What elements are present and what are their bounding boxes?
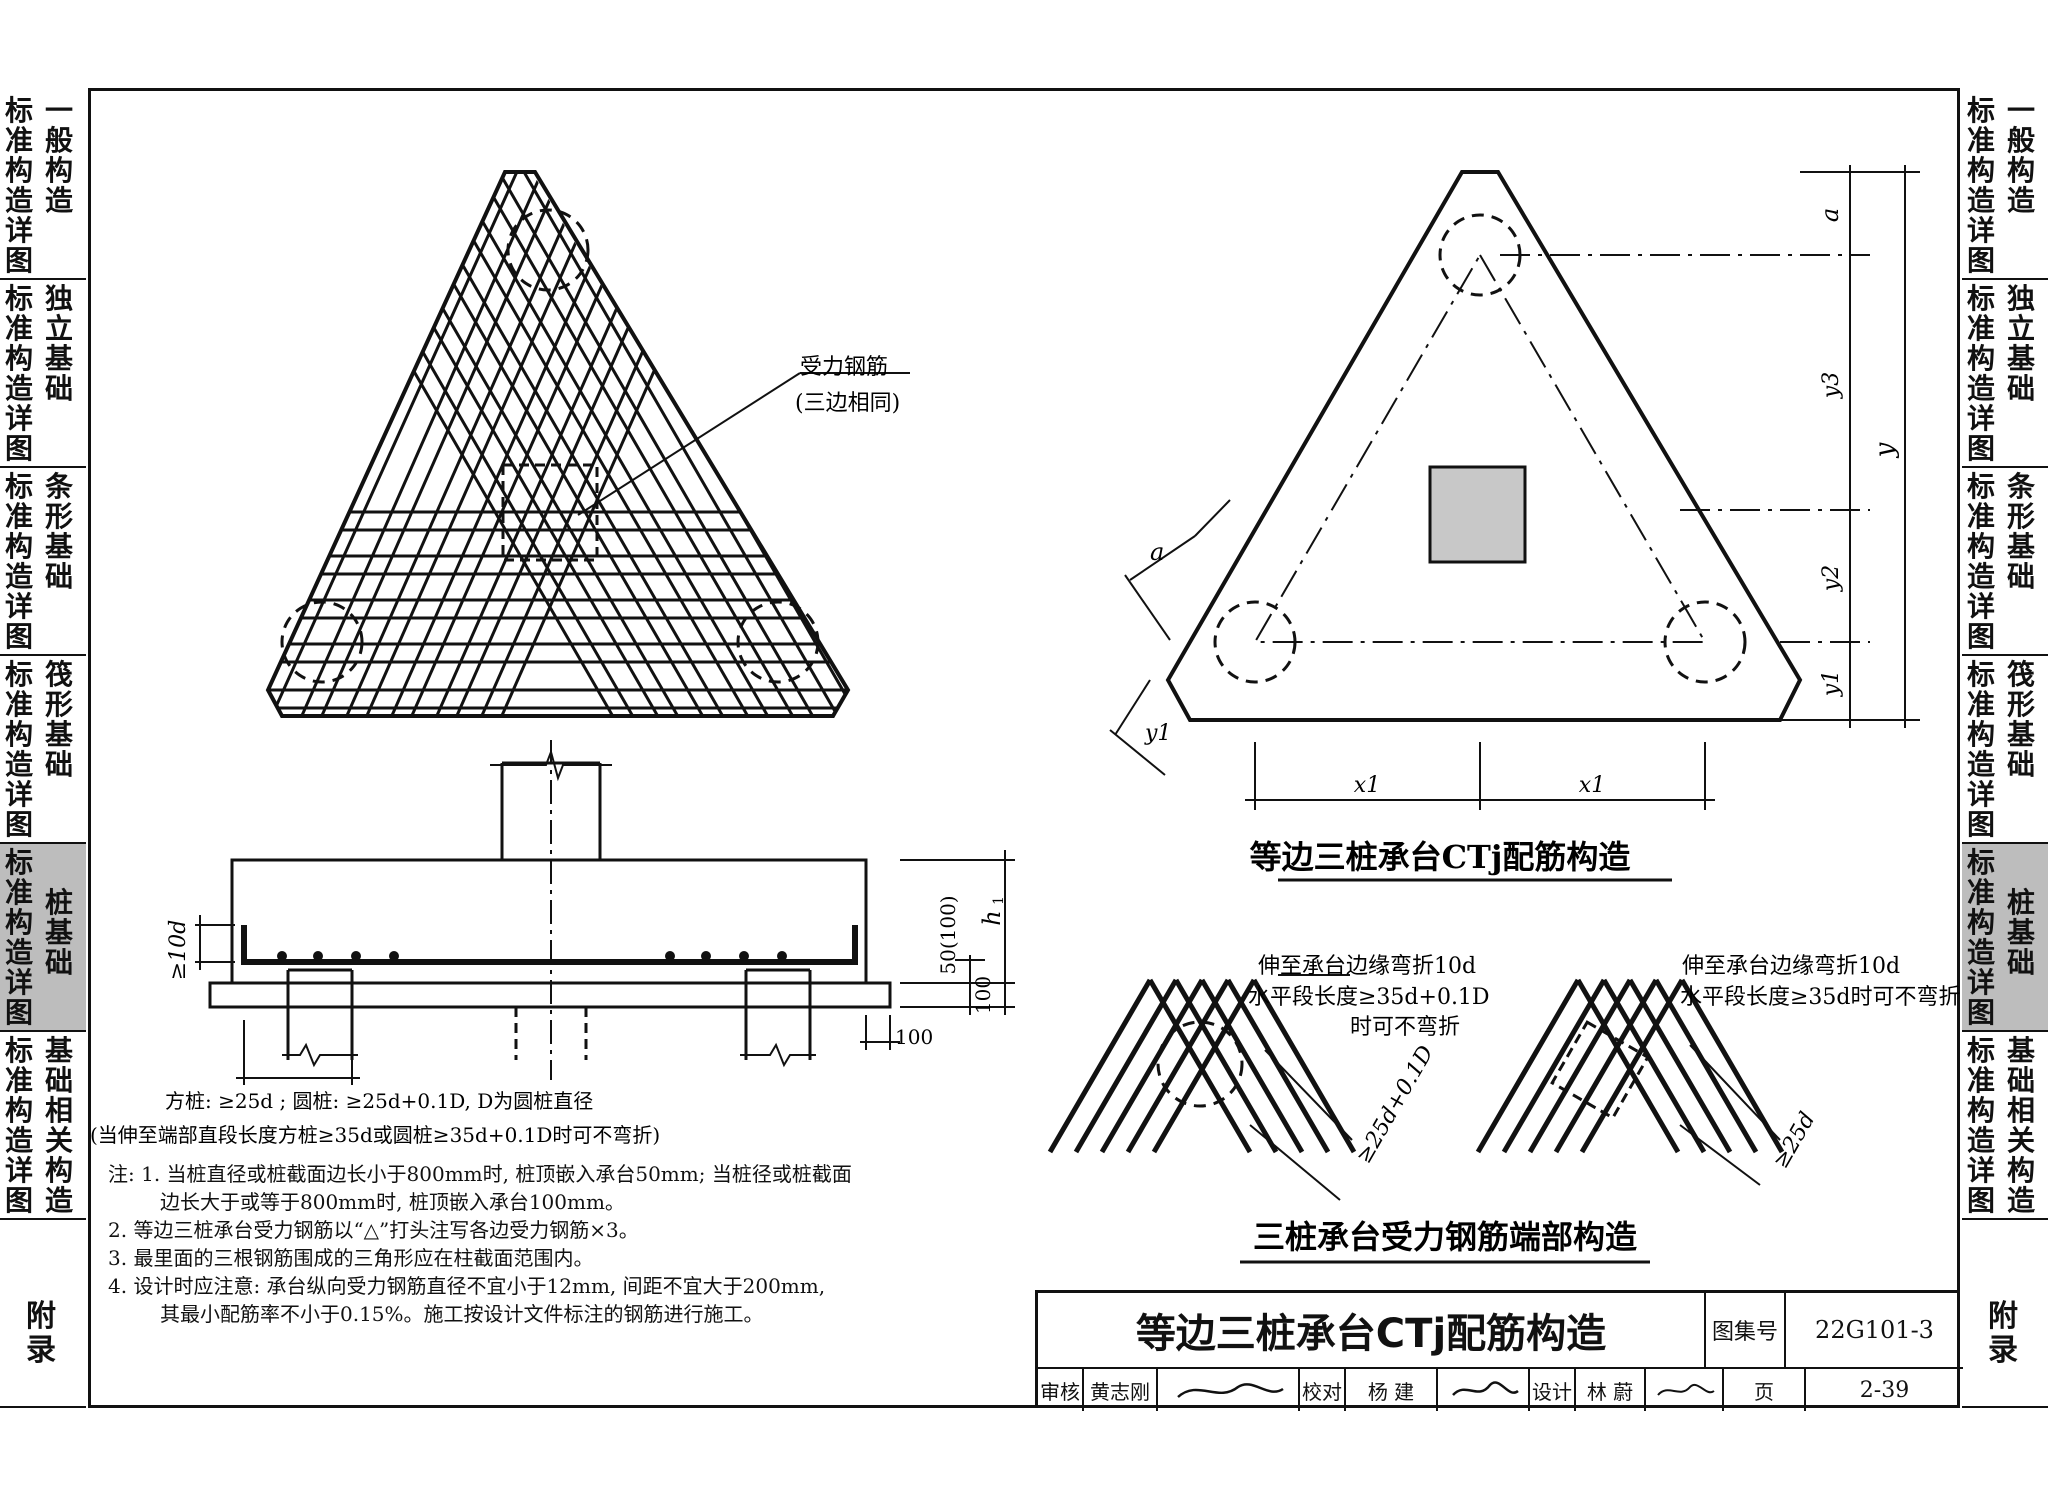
reviewer-name: 黄志刚	[1084, 1369, 1158, 1411]
side-tab-label: 标准构造详图	[1966, 658, 1995, 841]
side-tab-label: 标准构造详图	[1966, 846, 1995, 1029]
side-tab-right-6[interactable]: 附录	[1962, 1220, 2048, 1408]
dim-x1-left: x1	[1354, 773, 1380, 798]
side-tab-category: 筏形基础	[44, 658, 73, 781]
note-line: 2. 等边三桩承台受力钢筋以“△”打头注写各边受力钢筋×3。	[108, 1218, 639, 1242]
side-tab-category: 独立基础	[2006, 282, 2035, 405]
section-note-2: (当伸至端部直段长度方桩≥35d或圆桩≥35d+0.1D时可不弯折)	[90, 1123, 660, 1147]
dim-y1-diagonal: y1	[1144, 721, 1171, 746]
title-block: 等边三桩承台CTj配筋构造 图集号 22G101-3 审核 黄志刚 校对 杨 建…	[1035, 1290, 1963, 1411]
side-tab-category: 桩基础	[2006, 886, 2035, 979]
page-label: 页	[1724, 1369, 1806, 1411]
side-tab-right-0[interactable]: 标准构造详图一般构造	[1962, 92, 2048, 280]
note-line: 3. 最里面的三根钢筋围成的三角形应在柱截面范围内。	[108, 1246, 594, 1270]
side-tab-label: 标准构造详图	[4, 470, 33, 653]
atlas-label: 图集号	[1706, 1293, 1786, 1369]
side-tab-left-6[interactable]: 附录	[0, 1220, 86, 1408]
side-tab-label: 附录	[26, 1299, 56, 1368]
side-tab-right-1[interactable]: 标准构造详图独立基础	[1962, 280, 2048, 468]
end-detail-left	[1047, 974, 1357, 1201]
end-left-note-3: 时可不弯折	[1350, 1015, 1460, 1040]
dim-100-bottom: 100	[895, 1025, 933, 1049]
note-line: 4. 设计时应注意: 承台纵向受力钢筋直径不宜小于12mm, 间距不宜大于200…	[108, 1274, 826, 1298]
side-tab-category: 桩基础	[44, 886, 73, 979]
dim-y1-right: y1	[1819, 670, 1844, 697]
side-tab-category: 基础相关构造	[44, 1034, 73, 1217]
end-detail-title: 三桩承台受力钢筋端部构造	[1253, 1218, 1637, 1256]
side-tab-label: 标准构造详图	[1966, 470, 1995, 653]
dim-100-right: 100	[971, 976, 995, 1014]
rebar-label: 受力钢筋	[800, 355, 888, 380]
rebar-label-note: (三边相同)	[795, 391, 900, 416]
reviewer-signature	[1158, 1369, 1300, 1411]
side-tab-right-2[interactable]: 标准构造详图条形基础	[1962, 468, 2048, 656]
end-right-note-2: 水平段长度≥35d时可不弯折	[1680, 985, 1961, 1010]
right-plan-title: 等边三桩承台CTj配筋构造	[1250, 838, 1631, 876]
side-tab-left-3[interactable]: 标准构造详图筏形基础	[0, 656, 86, 844]
column-section	[1428, 465, 1527, 564]
side-tab-left-0[interactable]: 标准构造详图一般构造	[0, 92, 86, 280]
side-tab-label: 附录	[1988, 1299, 2018, 1368]
section-note-1: 方桩: ≥25d ; 圆桩: ≥25d+0.1D, D为圆桩直径	[165, 1089, 593, 1113]
dim-h1: h	[978, 910, 1006, 925]
side-tab-label: 标准构造详图	[1966, 1034, 1995, 1217]
side-tab-category: 基础相关构造	[2006, 1034, 2035, 1217]
side-tab-label: 标准构造详图	[4, 846, 33, 1029]
side-tab-label: 标准构造详图	[4, 94, 33, 277]
designer-signature	[1646, 1369, 1724, 1411]
side-tab-label: 标准构造详图	[4, 282, 33, 465]
dim-h1-sub: 1	[991, 896, 1007, 905]
side-tab-left-5[interactable]: 标准构造详图基础相关构造	[0, 1032, 86, 1220]
left-plan-view: 受力钢筋 (三边相同)	[265, 170, 910, 718]
end-right-note-1: 伸至承台边缘弯折10d	[1682, 954, 1900, 979]
checker-signature	[1438, 1369, 1530, 1411]
side-tab-right-4[interactable]: 标准构造详图桩基础	[1962, 844, 2048, 1032]
end-left-dim: ≥25d+0.1D	[1352, 1041, 1440, 1168]
end-detail-right	[1475, 978, 1785, 1186]
dim-a-right: a	[1816, 208, 1844, 222]
check-label: 校对	[1300, 1369, 1346, 1411]
rebar-mesh	[268, 172, 848, 716]
side-tab-left-1[interactable]: 标准构造详图独立基础	[0, 280, 86, 468]
side-tab-category: 独立基础	[44, 282, 73, 405]
review-label: 审核	[1038, 1369, 1084, 1411]
side-tab-right-5[interactable]: 标准构造详图基础相关构造	[1962, 1032, 2048, 1220]
checker-name: 杨 建	[1346, 1369, 1438, 1411]
side-tab-category: 条形基础	[2006, 470, 2035, 593]
atlas-number: 22G101-3	[1786, 1293, 1963, 1369]
side-tab-left-2[interactable]: 标准构造详图条形基础	[0, 468, 86, 656]
dim-10d: ≥10d	[166, 920, 191, 981]
side-tab-label: 标准构造详图	[1966, 94, 1995, 277]
side-tab-category: 一般构造	[2006, 94, 2035, 217]
dim-50-100: 50(100)	[936, 895, 960, 974]
dim-x1-right: x1	[1579, 773, 1605, 798]
dim-a-diagonal: a	[1150, 538, 1164, 566]
side-tab-label: 标准构造详图	[1966, 282, 1995, 465]
page-number: 2-39	[1859, 1377, 1910, 1403]
note-line: 边长大于或等于800mm时, 桩顶嵌入承台100mm。	[160, 1190, 625, 1214]
end-left-note-1: 伸至承台边缘弯折10d	[1258, 954, 1476, 979]
side-tab-category: 一般构造	[44, 94, 73, 217]
end-left-note-2: 水平段长度≥35d+0.1D	[1248, 985, 1490, 1010]
side-tab-left-4[interactable]: 标准构造详图桩基础	[0, 844, 86, 1032]
section-view	[195, 740, 1015, 1085]
side-tab-right-3[interactable]: 标准构造详图筏形基础	[1962, 656, 2048, 844]
note-line: 其最小配筋率不小于0.15%。施工按设计文件标注的钢筋进行施工。	[160, 1302, 764, 1326]
right-plan-view	[1109, 165, 1920, 810]
dim-y3: y3	[1819, 372, 1844, 399]
designer-name: 林 蔚	[1576, 1369, 1646, 1411]
title-block-title: 等边三桩承台CTj配筋构造	[1038, 1293, 1706, 1369]
side-tab-category: 条形基础	[44, 470, 73, 593]
dim-y2: y2	[1819, 565, 1844, 592]
note-line: 注: 1. 当桩直径或桩截面边长小于800mm时, 桩顶嵌入承台50mm; 当桩…	[108, 1162, 852, 1186]
design-label: 设计	[1530, 1369, 1576, 1411]
side-tab-category: 筏形基础	[2006, 658, 2035, 781]
notes-block: 注: 1. 当桩直径或桩截面边长小于800mm时, 桩顶嵌入承台50mm; 当桩…	[108, 1160, 852, 1328]
side-tab-label: 标准构造详图	[4, 658, 33, 841]
drawing-frame	[88, 88, 1960, 1408]
side-tab-label: 标准构造详图	[4, 1034, 33, 1217]
dim-y: y	[1870, 442, 1900, 458]
